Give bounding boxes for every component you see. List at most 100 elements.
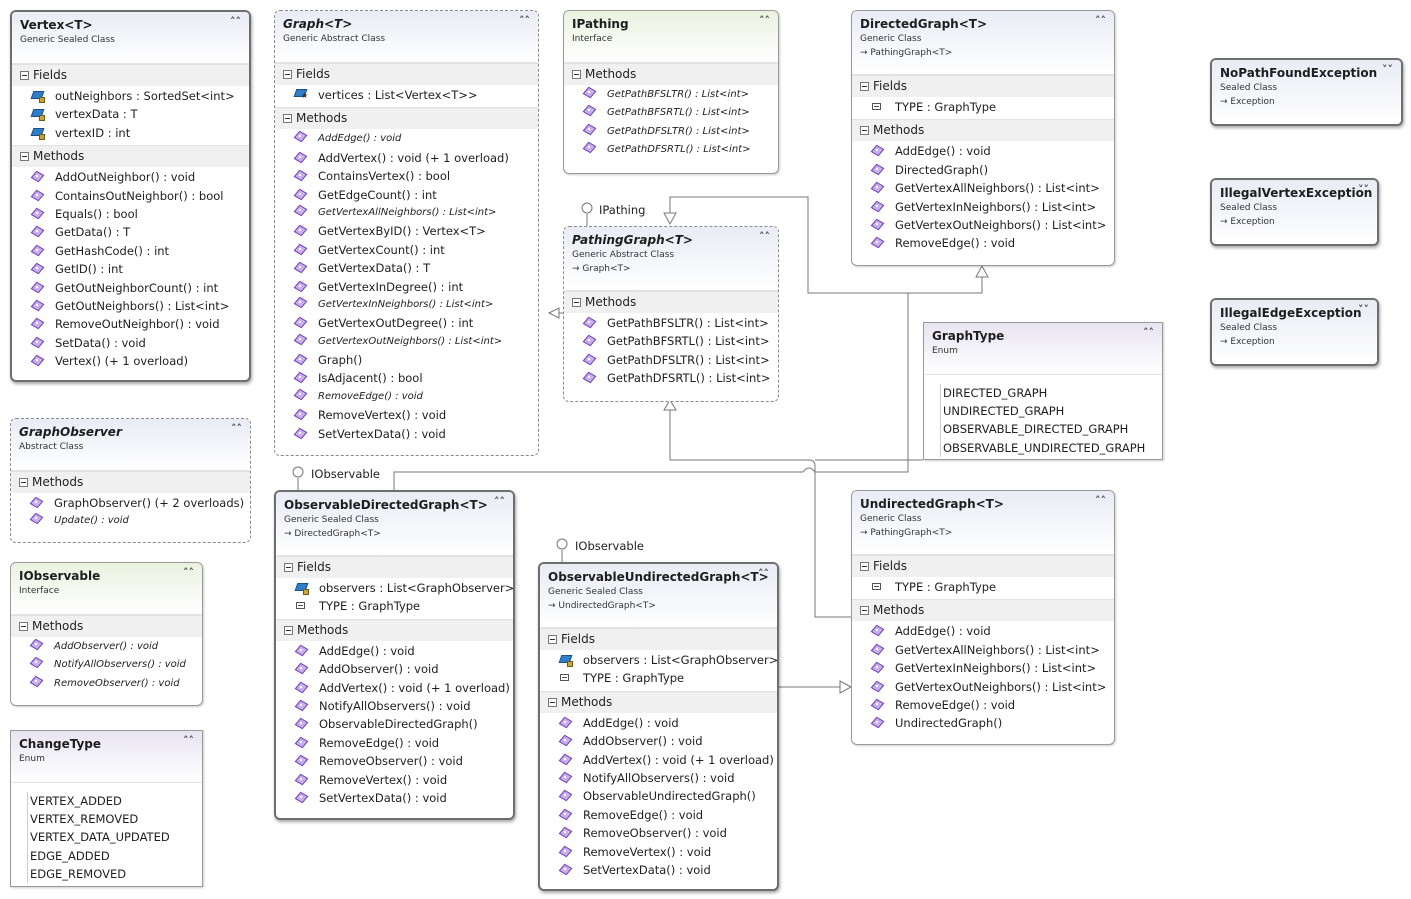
method-row[interactable]: GetVertexOutDegree() : int: [275, 314, 538, 332]
field-row[interactable]: outNeighbors : SortedSet<int>: [12, 87, 249, 105]
method-row[interactable]: AddEdge() : void: [276, 642, 513, 660]
method-row[interactable]: GetVertexByID() : Vertex<T>: [275, 222, 538, 240]
method-row[interactable]: Graph(): [275, 351, 538, 369]
chevron-up-icon[interactable]: ˄˄: [1143, 326, 1154, 339]
field-row[interactable]: TYPE : GraphType: [276, 597, 513, 615]
method-row[interactable]: GetPathBFSRTL() : List<int>: [564, 104, 778, 122]
class-no-path-found-exception[interactable]: NoPathFoundException Sealed Class → Exce…: [1210, 58, 1403, 126]
method-row[interactable]: Vertex() (+ 1 overload): [12, 352, 249, 370]
methods-section-toggle[interactable]: Methods: [276, 618, 513, 641]
method-row[interactable]: DirectedGraph(): [852, 161, 1114, 179]
field-row[interactable]: observers : List<GraphObserver>: [276, 579, 513, 597]
chevron-up-icon[interactable]: ˄˄: [1095, 494, 1106, 507]
method-row[interactable]: AddVertex() : void (+ 1 overload): [275, 149, 538, 167]
method-row[interactable]: SetData() : void: [12, 334, 249, 352]
chevron-up-icon[interactable]: ˄˄: [519, 14, 530, 27]
field-row[interactable]: observers : List<GraphObserver>: [540, 651, 777, 669]
class-undirected-graph[interactable]: UndirectedGraph<T> Generic Class → Pathi…: [851, 490, 1115, 745]
class-graph[interactable]: Graph<T> Generic Abstract Class ˄˄ Field…: [274, 10, 539, 456]
method-row[interactable]: GetPathDFSLTR() : List<int>: [564, 123, 778, 141]
chevron-up-icon[interactable]: ˄˄: [759, 14, 770, 27]
method-row[interactable]: NotifyAllObservers() : void: [276, 697, 513, 715]
method-row[interactable]: NotifyAllObservers() : void: [11, 656, 202, 674]
method-row[interactable]: RemoveObserver() : void: [540, 824, 777, 842]
field-row[interactable]: vertexID : int: [12, 124, 249, 142]
method-row[interactable]: SetVertexData() : void: [540, 861, 777, 879]
class-illegal-edge-exception[interactable]: IllegalEdgeException Sealed Class → Exce…: [1210, 298, 1379, 366]
methods-section-toggle[interactable]: Methods: [275, 107, 538, 130]
method-row[interactable]: GetEdgeCount() : int: [275, 186, 538, 204]
method-row[interactable]: Update() : void: [11, 512, 250, 530]
method-row[interactable]: RemoveVertex() : void: [275, 406, 538, 424]
method-row[interactable]: SetVertexData() : void: [276, 789, 513, 807]
method-row[interactable]: GetHashCode() : int: [12, 242, 249, 260]
method-row[interactable]: RemoveEdge() : void: [276, 734, 513, 752]
method-row[interactable]: GetPathBFSLTR() : List<int>: [564, 86, 778, 104]
fields-section-toggle[interactable]: Fields: [12, 64, 249, 86]
method-row[interactable]: GetVertexCount() : int: [275, 241, 538, 259]
method-row[interactable]: AddVertex() : void (+ 1 overload): [276, 679, 513, 697]
method-row[interactable]: IsAdjacent() : bool: [275, 369, 538, 387]
method-row[interactable]: UndirectedGraph(): [852, 714, 1114, 732]
method-row[interactable]: GetPathBFSRTL() : List<int>: [564, 332, 778, 350]
methods-section-toggle[interactable]: Methods: [852, 119, 1114, 142]
chevron-up-icon[interactable]: ˄˄: [183, 734, 194, 747]
class-observable-directed-graph[interactable]: ObservableDirectedGraph<T> Generic Seale…: [274, 490, 515, 820]
method-row[interactable]: GetVertexInNeighbors() : List<int>: [852, 659, 1114, 677]
method-row[interactable]: RemoveOutNeighbor() : void: [12, 315, 249, 333]
method-row[interactable]: GetVertexAllNeighbors() : List<int>: [275, 204, 538, 222]
method-row[interactable]: AddEdge() : void: [852, 622, 1114, 640]
chevron-up-icon[interactable]: ˄˄: [494, 495, 505, 508]
method-row[interactable]: ContainsVertex() : bool: [275, 167, 538, 185]
method-row[interactable]: GetVertexOutNeighbors() : List<int>: [852, 216, 1114, 234]
method-row[interactable]: GetVertexInNeighbors() : List<int>: [275, 296, 538, 314]
fields-section-toggle[interactable]: Fields: [540, 628, 777, 650]
method-row[interactable]: RemoveEdge() : void: [275, 388, 538, 406]
method-row[interactable]: GetVertexAllNeighbors() : List<int>: [852, 179, 1114, 197]
chevron-down-icon[interactable]: ˅˅: [1358, 303, 1369, 316]
fields-section-toggle[interactable]: Fields: [276, 556, 513, 578]
methods-section-toggle[interactable]: Methods: [564, 291, 778, 313]
method-row[interactable]: GetOutNeighborCount() : int: [12, 279, 249, 297]
chevron-up-icon[interactable]: ˄˄: [230, 15, 241, 28]
method-row[interactable]: GetVertexOutNeighbors() : List<int>: [852, 678, 1114, 696]
class-vertex[interactable]: Vertex<T> Generic Sealed Class ˄˄ Fields…: [10, 10, 251, 382]
methods-section-toggle[interactable]: Methods: [12, 145, 249, 168]
field-row[interactable]: TYPE : GraphType: [852, 578, 1114, 596]
chevron-down-icon[interactable]: ˅˅: [1382, 63, 1393, 76]
method-row[interactable]: GetPathDFSLTR() : List<int>: [564, 351, 778, 369]
method-row[interactable]: GetPathDFSRTL() : List<int>: [564, 369, 778, 387]
method-row[interactable]: GetVertexOutNeighbors() : List<int>: [275, 333, 538, 351]
method-row[interactable]: RemoveVertex() : void: [276, 771, 513, 789]
field-row[interactable]: vertices : List<Vertex<T>>: [275, 86, 538, 104]
method-row[interactable]: ObservableDirectedGraph(): [276, 715, 513, 733]
method-row[interactable]: ContainsOutNeighbor() : bool: [12, 187, 249, 205]
method-row[interactable]: AddEdge() : void: [852, 142, 1114, 160]
method-row[interactable]: GraphObserver() (+ 2 overloads): [11, 494, 250, 512]
fields-section-toggle[interactable]: Fields: [852, 75, 1114, 97]
field-row[interactable]: TYPE : GraphType: [540, 669, 777, 687]
method-row[interactable]: AddObserver() : void: [11, 638, 202, 656]
interface-iobservable[interactable]: IObservable Interface ˄˄ Methods AddObse…: [10, 562, 203, 706]
chevron-up-icon[interactable]: ˄˄: [231, 422, 242, 435]
methods-section-toggle[interactable]: Methods: [11, 615, 202, 637]
method-row[interactable]: GetVertexInNeighbors() : List<int>: [852, 198, 1114, 216]
chevron-up-icon[interactable]: ˄˄: [183, 566, 194, 579]
chevron-up-icon[interactable]: ˄˄: [759, 230, 770, 243]
method-row[interactable]: SetVertexData() : void: [275, 425, 538, 443]
class-graph-observer[interactable]: GraphObserver Abstract Class ˄˄ Methods …: [10, 418, 251, 543]
chevron-up-icon[interactable]: ˄˄: [758, 567, 769, 580]
field-row[interactable]: TYPE : GraphType: [852, 98, 1114, 116]
class-illegal-vertex-exception[interactable]: IllegalVertexException Sealed Class → Ex…: [1210, 178, 1379, 246]
method-row[interactable]: GetOutNeighbors() : List<int>: [12, 297, 249, 315]
interface-ipathing[interactable]: IPathing Interface ˄˄ Methods GetPathBFS…: [563, 10, 779, 174]
method-row[interactable]: GetPathBFSLTR() : List<int>: [564, 314, 778, 332]
chevron-up-icon[interactable]: ˄˄: [1095, 14, 1106, 27]
method-row[interactable]: Equals() : bool: [12, 205, 249, 223]
methods-section-toggle[interactable]: Methods: [564, 63, 778, 85]
class-observable-undirected-graph[interactable]: ObservableUndirectedGraph<T> Generic Sea…: [538, 562, 779, 891]
fields-section-toggle[interactable]: Fields: [852, 555, 1114, 577]
methods-section-toggle[interactable]: Methods: [11, 471, 250, 493]
method-row[interactable]: AddEdge() : void: [540, 714, 777, 732]
